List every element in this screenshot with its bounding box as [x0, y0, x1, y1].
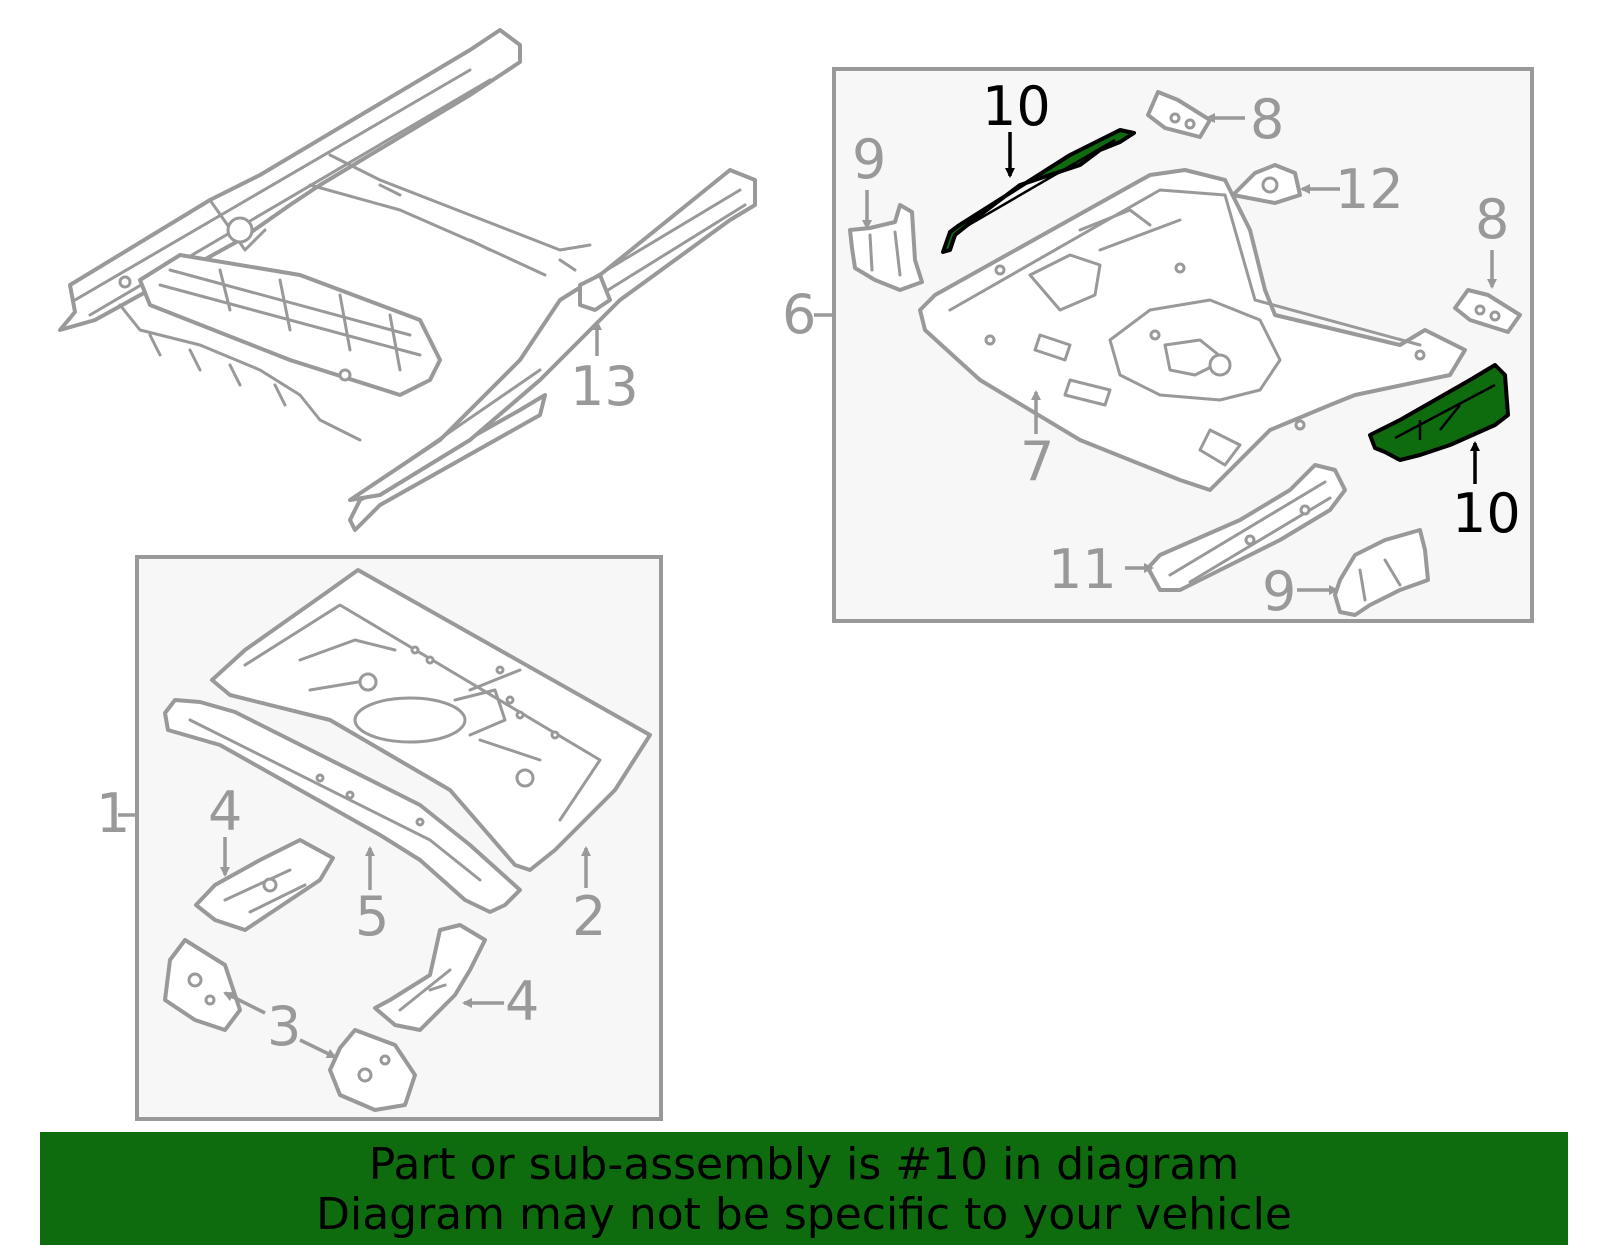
callout-3: 3	[267, 995, 301, 1058]
reinforcement-lower	[373, 923, 487, 1032]
crossmember	[163, 698, 522, 914]
reinforcement-upper	[194, 838, 335, 932]
rear-floor-pan	[210, 568, 652, 872]
rail-11	[1146, 463, 1347, 592]
callout-1: 1	[96, 782, 130, 845]
info-banner: Part or sub-assembly is #10 in diagram D…	[40, 1132, 1568, 1245]
callout-4-lower: 4	[505, 970, 539, 1033]
callout-4-upper: 4	[208, 780, 242, 843]
callout-11: 11	[1048, 538, 1117, 601]
callout-8-upper: 8	[1250, 88, 1284, 151]
banner-line-2: Diagram may not be specific to your vehi…	[316, 1189, 1292, 1240]
callout-12: 12	[1335, 158, 1404, 221]
brackets	[163, 938, 417, 1112]
callout-9-lower: 9	[1262, 560, 1296, 623]
mount-12	[1231, 163, 1302, 205]
bracket-8-upper	[1146, 90, 1212, 139]
callout-2: 2	[572, 885, 606, 948]
rear-floor	[918, 168, 1467, 492]
highlighted-part-10-lower	[1368, 363, 1510, 462]
bracket-9-upper	[848, 203, 924, 292]
callout-9-upper: 9	[852, 128, 886, 191]
callout-13: 13	[570, 355, 639, 418]
bracket-8-lower	[1453, 288, 1522, 334]
callout-8-lower: 8	[1475, 188, 1509, 251]
callout-7: 7	[1020, 430, 1054, 493]
banner-line-1: Part or sub-assembly is #10 in diagram	[368, 1139, 1240, 1190]
highlighted-part-10-upper	[941, 128, 1136, 254]
callout-6: 6	[782, 283, 816, 346]
callout-10-upper: 10	[982, 75, 1051, 138]
callout-10-lower: 10	[1452, 482, 1521, 545]
callout-5: 5	[355, 885, 389, 948]
rear-frame-assembly	[58, 28, 757, 532]
bracket-9-lower	[1333, 528, 1430, 617]
